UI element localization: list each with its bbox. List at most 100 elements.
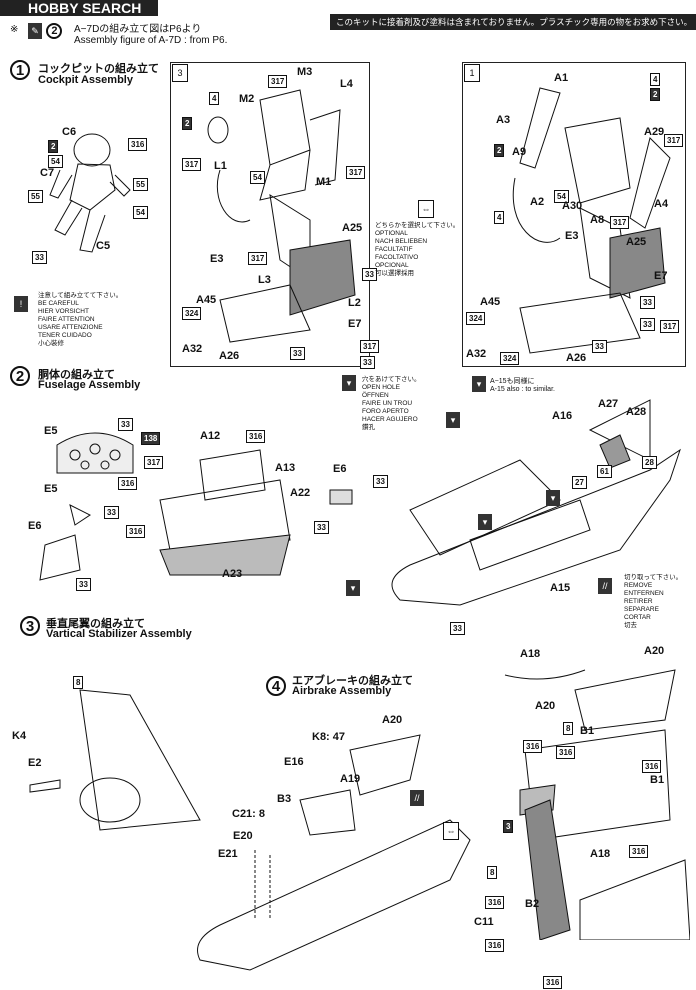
label-e6: E6 [333, 463, 347, 475]
pilot-figure [49, 133, 131, 253]
remove-icon: // [410, 790, 424, 806]
color-tag: 33 [104, 506, 119, 519]
label-k8: K8: 47 [312, 731, 346, 743]
optional-icon: ⇔ [443, 822, 459, 840]
label-a16: A16 [552, 410, 573, 422]
label-a18-2: A18 [590, 848, 611, 860]
label-a25: A25 [626, 236, 647, 248]
label-a26: A26 [219, 350, 240, 362]
vertical-stabilizer [29, 689, 201, 831]
color-tag: 316 [485, 896, 505, 909]
optional-line: OPCIONAL [375, 262, 409, 269]
label-a4: A4 [654, 198, 669, 210]
label-k4: K4 [12, 730, 27, 742]
color-tag: 33 [640, 318, 655, 331]
careful-line: 注意して組み立てて下さい。 [38, 292, 123, 299]
label-e7: E7 [654, 270, 668, 282]
color-tag: 33 [290, 347, 305, 360]
color-tag: 33 [76, 578, 91, 591]
label-a32: A32 [466, 348, 487, 360]
step-4-number: 4 [266, 676, 286, 696]
seat-assembly-3 [207, 89, 356, 343]
label-e6: E6 [28, 520, 42, 532]
label-c6: C6 [62, 126, 77, 138]
label-e20: E20 [233, 830, 253, 842]
step-1-heading: 1 [10, 60, 30, 80]
label-a13: A13 [275, 462, 296, 474]
color-tag: 8 [73, 676, 84, 689]
label-a22: A22 [290, 487, 311, 499]
step-2-heading: 2 [10, 366, 30, 386]
color-tag: 2 [182, 117, 193, 130]
label-a45: A45 [480, 296, 501, 308]
label-c11: C11 [474, 916, 494, 928]
open-hole-icon: ▾ [446, 412, 460, 428]
label-e16: E16 [284, 756, 304, 768]
open-hole-line: FAIRE UN TROU [362, 400, 413, 407]
color-tag: 61 [597, 465, 612, 478]
open-hole-line: FORO APERTO [362, 408, 409, 415]
label-e7: E7 [348, 318, 362, 330]
color-tag: 33 [360, 356, 375, 369]
label-m2: M2 [239, 93, 255, 105]
label-a27: A27 [598, 398, 619, 410]
label-a20: A20 [382, 714, 403, 726]
optional-line: FACOLTATIVO [375, 254, 419, 261]
label-a8: A8 [590, 214, 605, 226]
airbrake-assembly [197, 734, 471, 971]
step-3-title-en: Vartical Stabilizer Assembly [46, 628, 192, 640]
step-1-title-jp: コックピットの組み立て [38, 63, 159, 75]
label-a18: A18 [520, 648, 541, 660]
similar-line: A-15 also : to similar. [490, 386, 555, 393]
label-a30: A30 [562, 200, 583, 212]
color-tag: 33 [118, 418, 133, 431]
glue-paint-notice: このキットに接着剤及び塗料は含まれておりません。プラスチック専用の物をお求め下さ… [330, 14, 696, 30]
color-tag: 316 [642, 760, 662, 773]
color-tag: 317 [248, 252, 268, 265]
color-tag: 3 [503, 820, 514, 833]
careful-line: USARE ATTENZIONE [38, 324, 103, 331]
label-e2: E2 [28, 757, 42, 769]
label-a15: A15 [550, 582, 571, 594]
open-hole-line: OPEN HOLE [362, 384, 400, 391]
step-2-title-jp: 胴体の組み立て [38, 369, 115, 381]
color-tag: 33 [373, 475, 388, 488]
brand-logo: HOBBY SEARCH [0, 0, 158, 16]
label-b2: B2 [525, 898, 540, 910]
panel-variant-3 [170, 62, 370, 367]
color-tag: 28 [642, 456, 657, 469]
careful-line: BE CAREFUL [38, 300, 79, 307]
color-tag: 2 [48, 140, 59, 153]
label-a29: A29 [644, 126, 665, 138]
label-a26: A26 [566, 352, 587, 364]
color-tag: 2 [650, 88, 661, 101]
step-3-title-jp: 垂直尾翼の組み立て [46, 618, 145, 630]
color-tag: 33 [640, 296, 655, 309]
similar-icon: ▾ [472, 376, 486, 392]
intro-jp: A−7Dの組み立て図はP6より [74, 24, 202, 35]
open-hole-line: 鑽孔 [362, 424, 375, 431]
color-tag: 324 [182, 307, 202, 320]
careful-line: 小心裝修 [38, 340, 64, 347]
step-2-title-en: Fuselage Assembly [38, 379, 141, 391]
open-hole-icon: ▾ [342, 375, 356, 391]
color-tag: 317 [144, 456, 164, 469]
label-a20-2: A20 [535, 700, 556, 712]
label-b3: B3 [277, 793, 292, 805]
intro-step-icon: 2 [46, 23, 63, 39]
open-hole-line: ÖFFNEN [362, 392, 389, 399]
label-a32: A32 [182, 343, 203, 355]
label-c21: C21: 8 [232, 808, 266, 820]
remove-line: 切去 [624, 622, 637, 629]
color-tag: 54 [250, 171, 265, 184]
step-1-title-en: Cockpit Assembly [38, 74, 133, 86]
color-tag: 316 [126, 525, 146, 538]
brand-name: HOBBY SEARCH [28, 0, 142, 16]
remove-line: RETIRER [624, 598, 653, 605]
careful-icon: ! [14, 296, 28, 312]
color-tag: 4 [209, 92, 220, 105]
color-tag: 27 [572, 476, 587, 489]
label-a9: A9 [512, 146, 527, 158]
careful-line: FAIRE ATTENTION [38, 316, 95, 323]
color-tag: 4 [494, 211, 505, 224]
